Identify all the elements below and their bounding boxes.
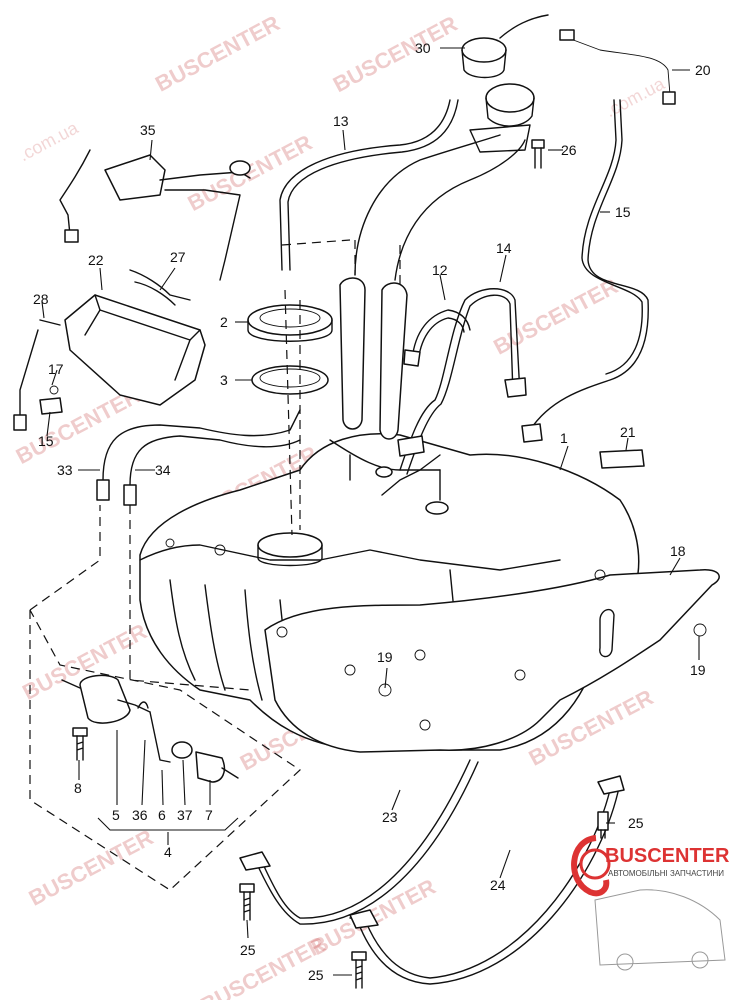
charcoal-canister bbox=[13, 269, 206, 431]
bolt-25-left bbox=[239, 883, 255, 921]
watermark-text: BUSCENTER bbox=[151, 10, 284, 96]
logo-dot bbox=[579, 848, 611, 880]
callout-30: 30 bbox=[415, 40, 431, 56]
callout-3: 3 bbox=[220, 372, 228, 388]
fuel-tank bbox=[139, 433, 720, 753]
watermark-text: BUSCENTER bbox=[196, 931, 329, 1000]
logo-van-outline bbox=[594, 889, 726, 966]
fuel-lines bbox=[279, 29, 676, 496]
callout-5: 5 bbox=[112, 807, 120, 823]
watermark-text: BUSCENTER bbox=[184, 130, 317, 216]
callout-18: 18 bbox=[670, 543, 686, 559]
callout-14: 14 bbox=[496, 240, 512, 256]
callout-17: 17 bbox=[48, 361, 64, 377]
watermark-suffix: .com.ua bbox=[602, 73, 669, 121]
leader-lines bbox=[41, 47, 700, 976]
logo-van-wheel bbox=[691, 951, 709, 969]
callout-37: 37 bbox=[177, 807, 193, 823]
callout-2: 2 bbox=[220, 314, 228, 330]
logo-van-wheel bbox=[616, 953, 634, 971]
callout-35: 35 bbox=[140, 122, 156, 138]
watermark-text: BUSCENTER bbox=[329, 11, 462, 97]
callout-24: 24 bbox=[490, 877, 506, 893]
buscenter-logo: BUSCENTER АВТОМОБІЛЬНІ ЗАПЧАСТИНИ bbox=[571, 835, 730, 971]
label-plate bbox=[599, 449, 645, 469]
callout-25-bottom: 25 bbox=[308, 967, 324, 983]
callout-21: 21 bbox=[620, 424, 636, 440]
callout-27: 27 bbox=[170, 249, 186, 265]
callout-36: 36 bbox=[132, 807, 148, 823]
callout-19-center: 19 bbox=[377, 649, 393, 665]
callout-28: 28 bbox=[33, 291, 49, 307]
watermark-suffix: .com.ua bbox=[15, 117, 82, 165]
bolt-8 bbox=[72, 727, 88, 761]
callout-numbers: 1 2 3 4 5 6 7 8 12 13 14 15 15 17 18 19 … bbox=[33, 40, 711, 983]
watermark-text: BUSCENTER bbox=[25, 824, 158, 910]
fuel-filter-group bbox=[61, 674, 239, 783]
assembly-outlines bbox=[29, 239, 401, 891]
callout-25-left: 25 bbox=[240, 942, 256, 958]
callout-23: 23 bbox=[382, 809, 398, 825]
callout-13: 13 bbox=[333, 113, 349, 129]
logo-brand-text: BUSCENTER bbox=[605, 845, 730, 867]
callout-19-right: 19 bbox=[690, 662, 706, 678]
watermark-text: BUSCENTER bbox=[489, 273, 622, 359]
tank-straps bbox=[239, 759, 625, 985]
fuel-pump-module bbox=[461, 14, 549, 153]
bolt-25-bottom bbox=[351, 951, 367, 989]
callout-4: 4 bbox=[164, 844, 172, 860]
valve-assembly bbox=[59, 149, 251, 281]
callout-20: 20 bbox=[695, 62, 711, 78]
locking-ring bbox=[247, 304, 333, 342]
callout-26: 26 bbox=[561, 142, 577, 158]
callout-15-right: 15 bbox=[615, 204, 631, 220]
seal-ring bbox=[251, 365, 329, 395]
logo-tagline: АВТОМОБІЛЬНІ ЗАПЧАСТИНИ bbox=[608, 869, 724, 878]
brake-lines-33-34 bbox=[96, 409, 301, 506]
callout-8: 8 bbox=[74, 780, 82, 796]
callout-22: 22 bbox=[88, 252, 104, 268]
callout-33: 33 bbox=[57, 462, 73, 478]
callout-15-left: 15 bbox=[38, 433, 54, 449]
bolts bbox=[72, 139, 609, 989]
callout-34: 34 bbox=[155, 462, 171, 478]
bolt-26 bbox=[531, 139, 545, 169]
callout-7: 7 bbox=[205, 807, 213, 823]
bolt-25-right bbox=[597, 811, 609, 839]
callout-1: 1 bbox=[560, 430, 568, 446]
callout-6: 6 bbox=[158, 807, 166, 823]
callout-12: 12 bbox=[432, 262, 448, 278]
callout-25-right: 25 bbox=[628, 815, 644, 831]
logo-b-mark bbox=[571, 835, 610, 897]
